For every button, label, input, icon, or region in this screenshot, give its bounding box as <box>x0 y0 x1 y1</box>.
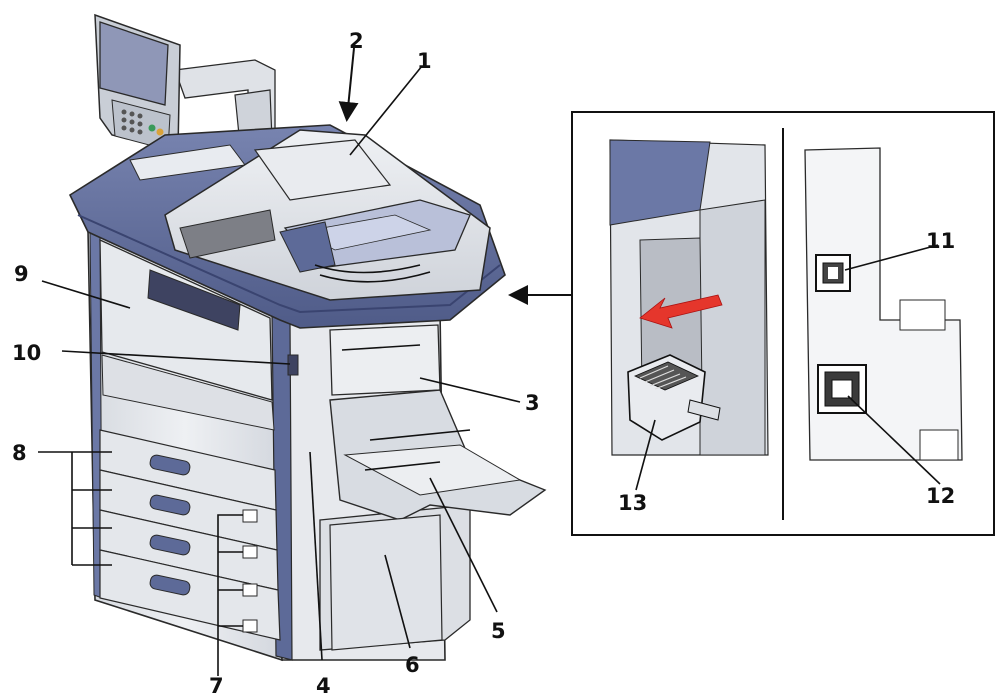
bypass-tray <box>329 389 547 521</box>
callout-7: 7 <box>209 674 224 698</box>
callout-4: 4 <box>316 674 331 698</box>
usb-port <box>815 254 851 292</box>
keypad <box>111 99 171 151</box>
drawer-1 <box>99 429 277 511</box>
callout-8: 8 <box>12 441 27 465</box>
interface-ports-panel <box>804 147 963 461</box>
callout-3: 3 <box>525 391 540 415</box>
lan-port <box>817 364 867 414</box>
leader-lines <box>38 47 941 676</box>
callout-2: 2 <box>349 29 364 53</box>
right-side-cover <box>329 324 441 396</box>
paper-drawers <box>99 429 281 641</box>
control-panel <box>94 13 276 151</box>
callout-6: 6 <box>405 653 420 677</box>
callout-13: 13 <box>618 491 647 515</box>
callout-12: 12 <box>926 484 955 508</box>
callout-1: 1 <box>417 49 432 73</box>
lower-right-cover <box>329 514 443 651</box>
callout-10: 10 <box>12 341 41 365</box>
paper-level-indicators <box>242 509 258 633</box>
callout-9: 9 <box>14 262 29 286</box>
callout-11: 11 <box>926 229 955 253</box>
removal-direction-arrow <box>639 294 723 329</box>
callout-labels: 1 2 3 4 5 6 7 8 9 10 11 12 13 <box>12 29 955 698</box>
touch-screen <box>99 21 169 106</box>
callout-5: 5 <box>491 619 506 643</box>
automatic-document-feeder <box>164 129 491 301</box>
wireless-lan-module <box>627 354 721 441</box>
main-power-switch <box>287 354 299 376</box>
network-card-area <box>609 139 769 456</box>
detail-inset <box>571 111 995 536</box>
